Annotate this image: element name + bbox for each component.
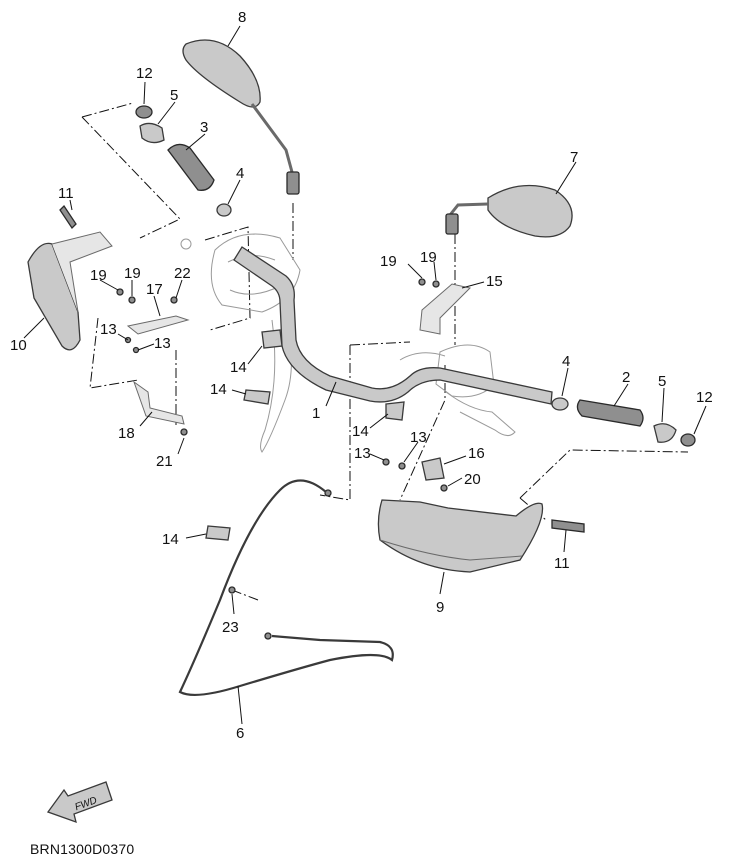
callout-1: 1 (312, 405, 320, 422)
callout-12-left: 12 (136, 65, 153, 82)
part-14-cable-clamp-d[interactable] (205, 525, 231, 541)
callout-19-d: 19 (420, 249, 437, 266)
callout-labels: 8 12 5 3 4 11 19 19 22 17 13 13 10 14 14… (10, 9, 713, 742)
part-14-cable-clamp-a[interactable] (261, 329, 283, 349)
callout-3: 3 (200, 119, 208, 136)
part-8-left-mirror[interactable] (182, 39, 300, 195)
part-1-handlebar[interactable] (233, 246, 553, 405)
part-7-right-mirror[interactable] (445, 184, 573, 238)
part-18-bracket[interactable] (133, 380, 185, 425)
callout-18: 18 (118, 425, 135, 442)
part-9-right-hand-guard[interactable] (377, 499, 544, 573)
part-11-right-bolt[interactable] (551, 519, 585, 533)
part-5-left-grip-end[interactable] (139, 122, 165, 144)
fwd-arrow-icon: FWD (46, 781, 113, 824)
callout-14-c: 14 (352, 423, 369, 440)
callout-23: 23 (222, 619, 239, 636)
part-2-right-grip[interactable] (576, 399, 644, 427)
callout-14-b: 14 (210, 381, 227, 398)
part-3-left-grip[interactable] (167, 143, 215, 191)
diagram-code: BRN1300D0370 (30, 841, 135, 857)
part-12-right-bar-end-weight[interactable] (680, 433, 696, 447)
callout-8: 8 (238, 9, 246, 26)
part-5-right-grip-end[interactable] (653, 423, 677, 443)
callout-11-right: 11 (554, 555, 570, 572)
callout-14-d: 14 (162, 531, 179, 548)
callout-11-left: 11 (58, 185, 74, 202)
callout-21: 21 (156, 453, 173, 470)
callout-13-a: 13 (100, 321, 117, 338)
callout-17: 17 (146, 281, 163, 298)
part-14-cable-clamp-b[interactable] (243, 389, 271, 405)
part-12-left-bar-end-weight[interactable] (135, 105, 153, 119)
callout-16: 16 (468, 445, 485, 462)
callout-5-left: 5 (170, 87, 178, 104)
part-14-cable-clamp-c[interactable] (385, 401, 405, 421)
callout-19-c: 19 (380, 253, 397, 270)
assembly-lines (81, 102, 689, 601)
callout-5-right: 5 (658, 373, 666, 390)
part-4-left-collar[interactable] (216, 203, 232, 217)
callout-10: 10 (10, 337, 27, 354)
callout-13-b: 13 (154, 335, 171, 352)
part-15-bracket[interactable] (419, 283, 471, 335)
callout-20: 20 (464, 471, 481, 488)
callout-13-c: 13 (410, 429, 427, 446)
callout-2: 2 (622, 369, 630, 386)
callout-22: 22 (174, 265, 191, 282)
callout-13-d: 13 (354, 445, 371, 462)
leader-lines (23, 25, 707, 725)
callout-7: 7 (570, 149, 578, 166)
callout-6: 6 (236, 725, 244, 742)
small-fasteners (116, 278, 448, 640)
part-17-bracket[interactable] (126, 315, 190, 335)
part-4-right-collar[interactable] (551, 397, 569, 411)
callout-4-left: 4 (236, 165, 244, 182)
callout-4-right: 4 (562, 353, 570, 370)
callout-12-right: 12 (696, 389, 713, 406)
part-10-left-hand-guard[interactable] (27, 231, 113, 351)
callout-15: 15 (486, 273, 503, 290)
callout-9: 9 (436, 599, 444, 616)
callout-19-a: 19 (90, 267, 107, 284)
part-16-holder[interactable] (421, 457, 445, 481)
callout-19-b: 19 (124, 265, 141, 282)
callout-14-a: 14 (230, 359, 247, 376)
part-6-throttle-cable[interactable] (178, 479, 394, 697)
part-11-left-bolt[interactable] (59, 204, 77, 230)
